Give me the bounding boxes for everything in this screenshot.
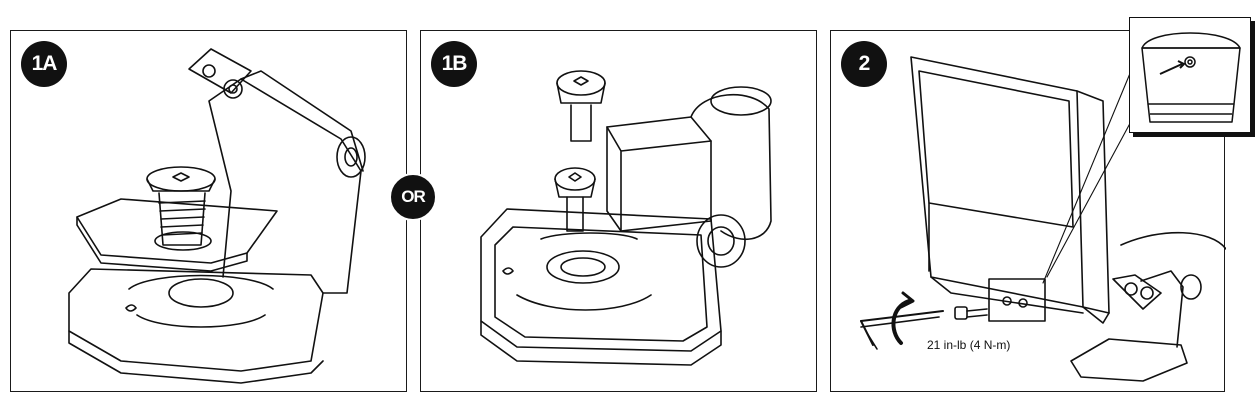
panel-step-1b: 1B bbox=[420, 30, 817, 392]
detail-inset bbox=[1129, 17, 1251, 133]
monitor-attachment-illustration bbox=[860, 56, 1226, 382]
or-badge: OR bbox=[389, 173, 437, 221]
torque-spec-label: 21 in-lb (4 N-m) bbox=[927, 338, 1011, 352]
mount-bracket-illustration bbox=[480, 70, 772, 366]
panel-step-1a: 1A bbox=[10, 30, 407, 392]
panel-step-2: 2 21 in-lb (4 N-m) bbox=[830, 17, 1251, 392]
mount-clamp-illustration bbox=[68, 48, 366, 384]
step-badge-1a: 1A bbox=[21, 41, 67, 87]
step-badge-1b: 1B bbox=[431, 41, 477, 87]
screw-hole-detail-icon bbox=[1141, 32, 1241, 123]
step-badge-2: 2 bbox=[841, 41, 887, 87]
